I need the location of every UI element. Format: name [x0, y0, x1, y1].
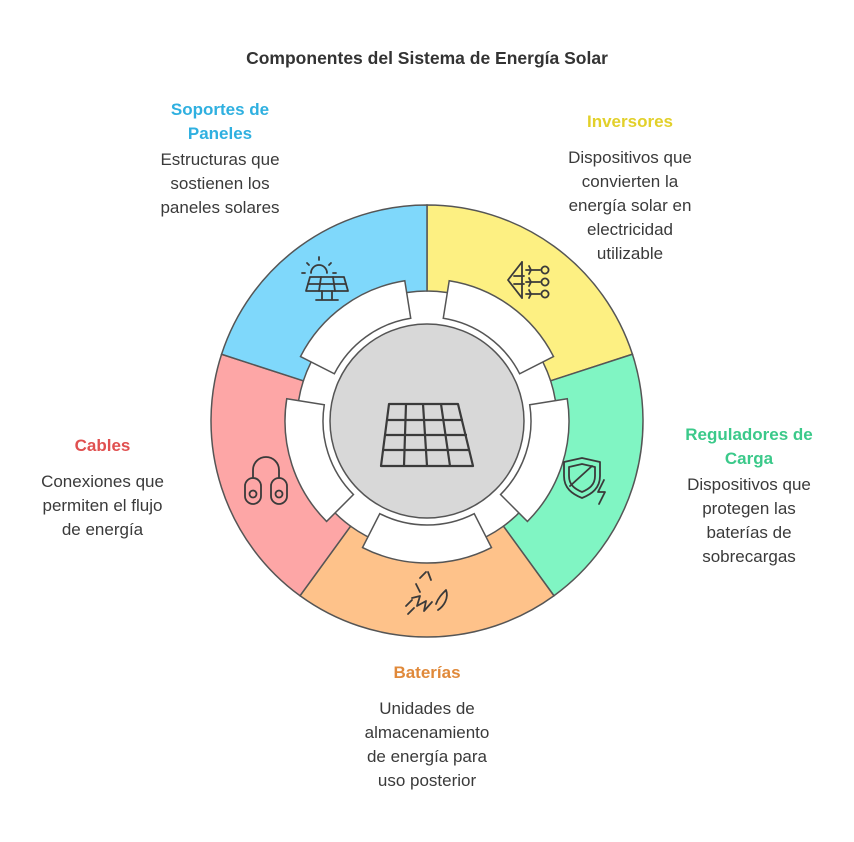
baterias-description: Unidades de almacenamiento de energía pa…	[364, 699, 490, 790]
soportes-title: Soportes de Paneles	[170, 100, 270, 143]
cables-description: Conexiones que permiten el flujo de ener…	[41, 472, 164, 539]
inversores-title: Inversores	[587, 112, 673, 131]
label-cables: Cables Conexiones que permiten el flujo …	[15, 434, 190, 542]
cables-title: Cables	[74, 436, 131, 455]
inner-arc-inversores	[442, 279, 555, 375]
inner-arc-soportes	[299, 279, 412, 375]
reguladores-title: Reguladores de Carga	[685, 425, 813, 468]
soportes-description: Estructuras que sostienen los paneles so…	[160, 150, 280, 217]
battery-spark-icon	[405, 571, 448, 615]
label-reguladores: Reguladores de Carga Dispositivos que pr…	[664, 423, 834, 569]
inner-arc-cables	[284, 397, 355, 523]
label-baterias: Baterías Unidades de almacenamiento de e…	[327, 661, 527, 793]
diagram-title: Componentes del Sistema de Energía Solar	[246, 48, 608, 68]
baterias-title: Baterías	[393, 663, 461, 682]
inner-arc-baterias	[361, 512, 493, 564]
solar-panel-icon	[379, 402, 475, 468]
shield-bolt-icon	[563, 457, 606, 505]
label-inversores: Inversores Dispositivos que convierten l…	[530, 110, 730, 266]
label-soportes: Soportes de Paneles Estructuras que sost…	[130, 98, 310, 220]
inner-arc-reguladores	[499, 397, 570, 523]
cable-connectors-icon	[244, 456, 288, 505]
inverter-icon	[507, 261, 550, 299]
panel-support-sun-icon	[301, 256, 349, 301]
reguladores-description: Dispositivos que protegen las baterías d…	[687, 475, 811, 566]
inversores-description: Dispositivos que convierten la energía s…	[568, 148, 692, 263]
